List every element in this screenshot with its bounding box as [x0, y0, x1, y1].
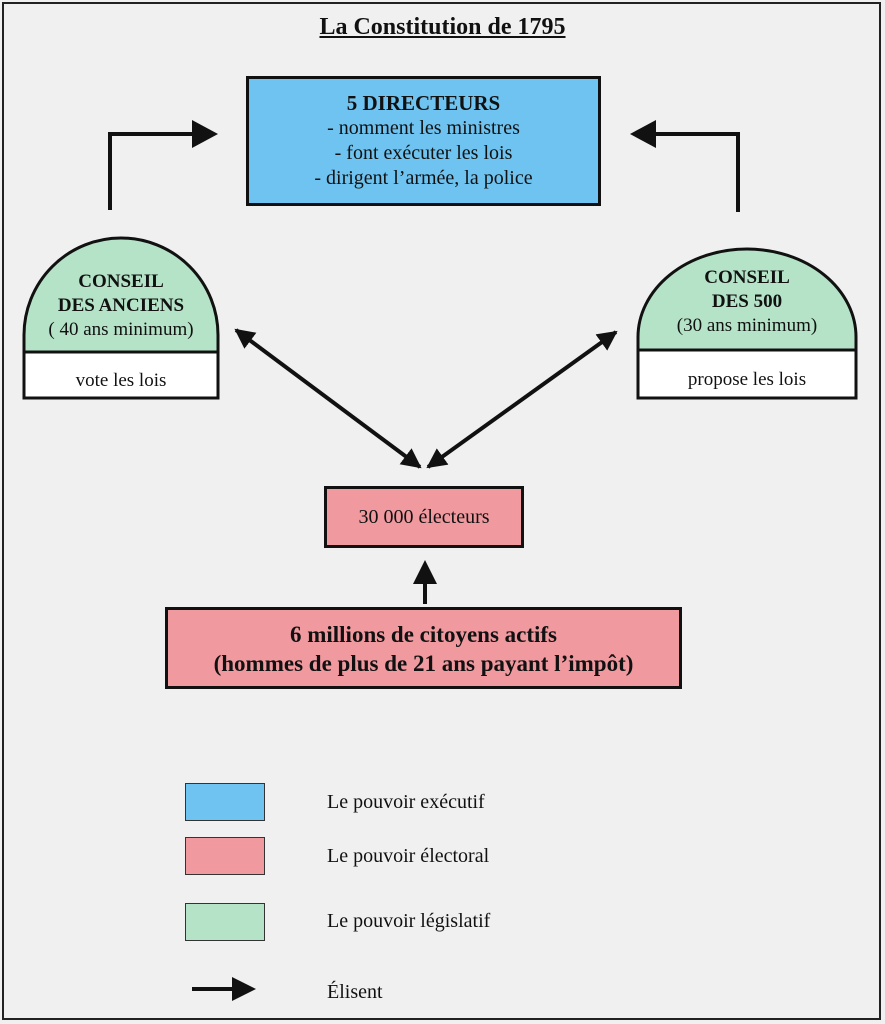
electeurs-label: 30 000 électeurs [358, 506, 490, 528]
arrowhead-icon [413, 560, 437, 584]
arrow-anciens-to-directeurs [108, 132, 205, 210]
cinq-cents-header: CONSEIL DES 500 (30 ans minimum) [638, 266, 856, 338]
anciens-title: DES ANCIENS [57, 295, 185, 316]
anciens-dome [22, 236, 220, 354]
anciens-role: vote les lois [75, 370, 167, 391]
directeurs-box: 5 DIRECTEURS - nomment les ministres - f… [246, 76, 601, 206]
cinq-cents-title: CONSEIL [704, 267, 790, 288]
conseil-500-shape [636, 247, 858, 400]
citoyens-box: 6 millions de citoyens actifs (hommes de… [165, 607, 682, 689]
arrow-electeurs-500 [426, 330, 618, 469]
legend-swatch-electoral [185, 837, 265, 875]
legend-label-elisent: Élisent [327, 981, 383, 1003]
legend-label-legislatif: Le pouvoir législatif [327, 910, 491, 932]
directeurs-line: - nomment les ministres [327, 117, 520, 139]
cinq-cents-age: (30 ans minimum) [676, 315, 818, 336]
arrow-electeurs-anciens [234, 328, 422, 469]
legend-label-electoral: Le pouvoir électoral [327, 845, 490, 867]
citoyens-line: (hommes de plus de 21 ans payant l’impôt… [213, 651, 634, 676]
cinq-cents-dome [636, 247, 858, 352]
arrow-right-icon [232, 977, 256, 1001]
arrowhead-icon [192, 120, 218, 148]
anciens-age: ( 40 ans minimum) [48, 319, 194, 340]
cinq-cents-role-box [636, 348, 858, 400]
electeurs-box: 30 000 électeurs [324, 486, 524, 548]
conseil-anciens-shape [22, 236, 220, 400]
anciens-role-box [22, 350, 220, 400]
citoyens-line: 6 millions de citoyens actifs [289, 622, 558, 647]
legend-swatch-executif [185, 783, 265, 821]
anciens-header: CONSEIL DES ANCIENS ( 40 ans minimum) [24, 270, 218, 342]
directeurs-heading: 5 DIRECTEURS [346, 91, 501, 115]
directeurs-line: - font exécuter les lois [334, 142, 513, 164]
cinq-cents-title: DES 500 [711, 291, 783, 312]
arrowhead-icon [630, 120, 656, 148]
arrow-500-to-directeurs [643, 132, 740, 212]
legend-swatch-legislatif [185, 903, 265, 941]
anciens-title: CONSEIL [78, 271, 164, 292]
cinq-cents-role: propose les lois [687, 369, 807, 390]
directeurs-line: - dirigent l’armée, la police [314, 167, 533, 189]
legend-label-executif: Le pouvoir exécutif [327, 791, 485, 813]
page-title: La Constitution de 1795 [319, 14, 566, 40]
